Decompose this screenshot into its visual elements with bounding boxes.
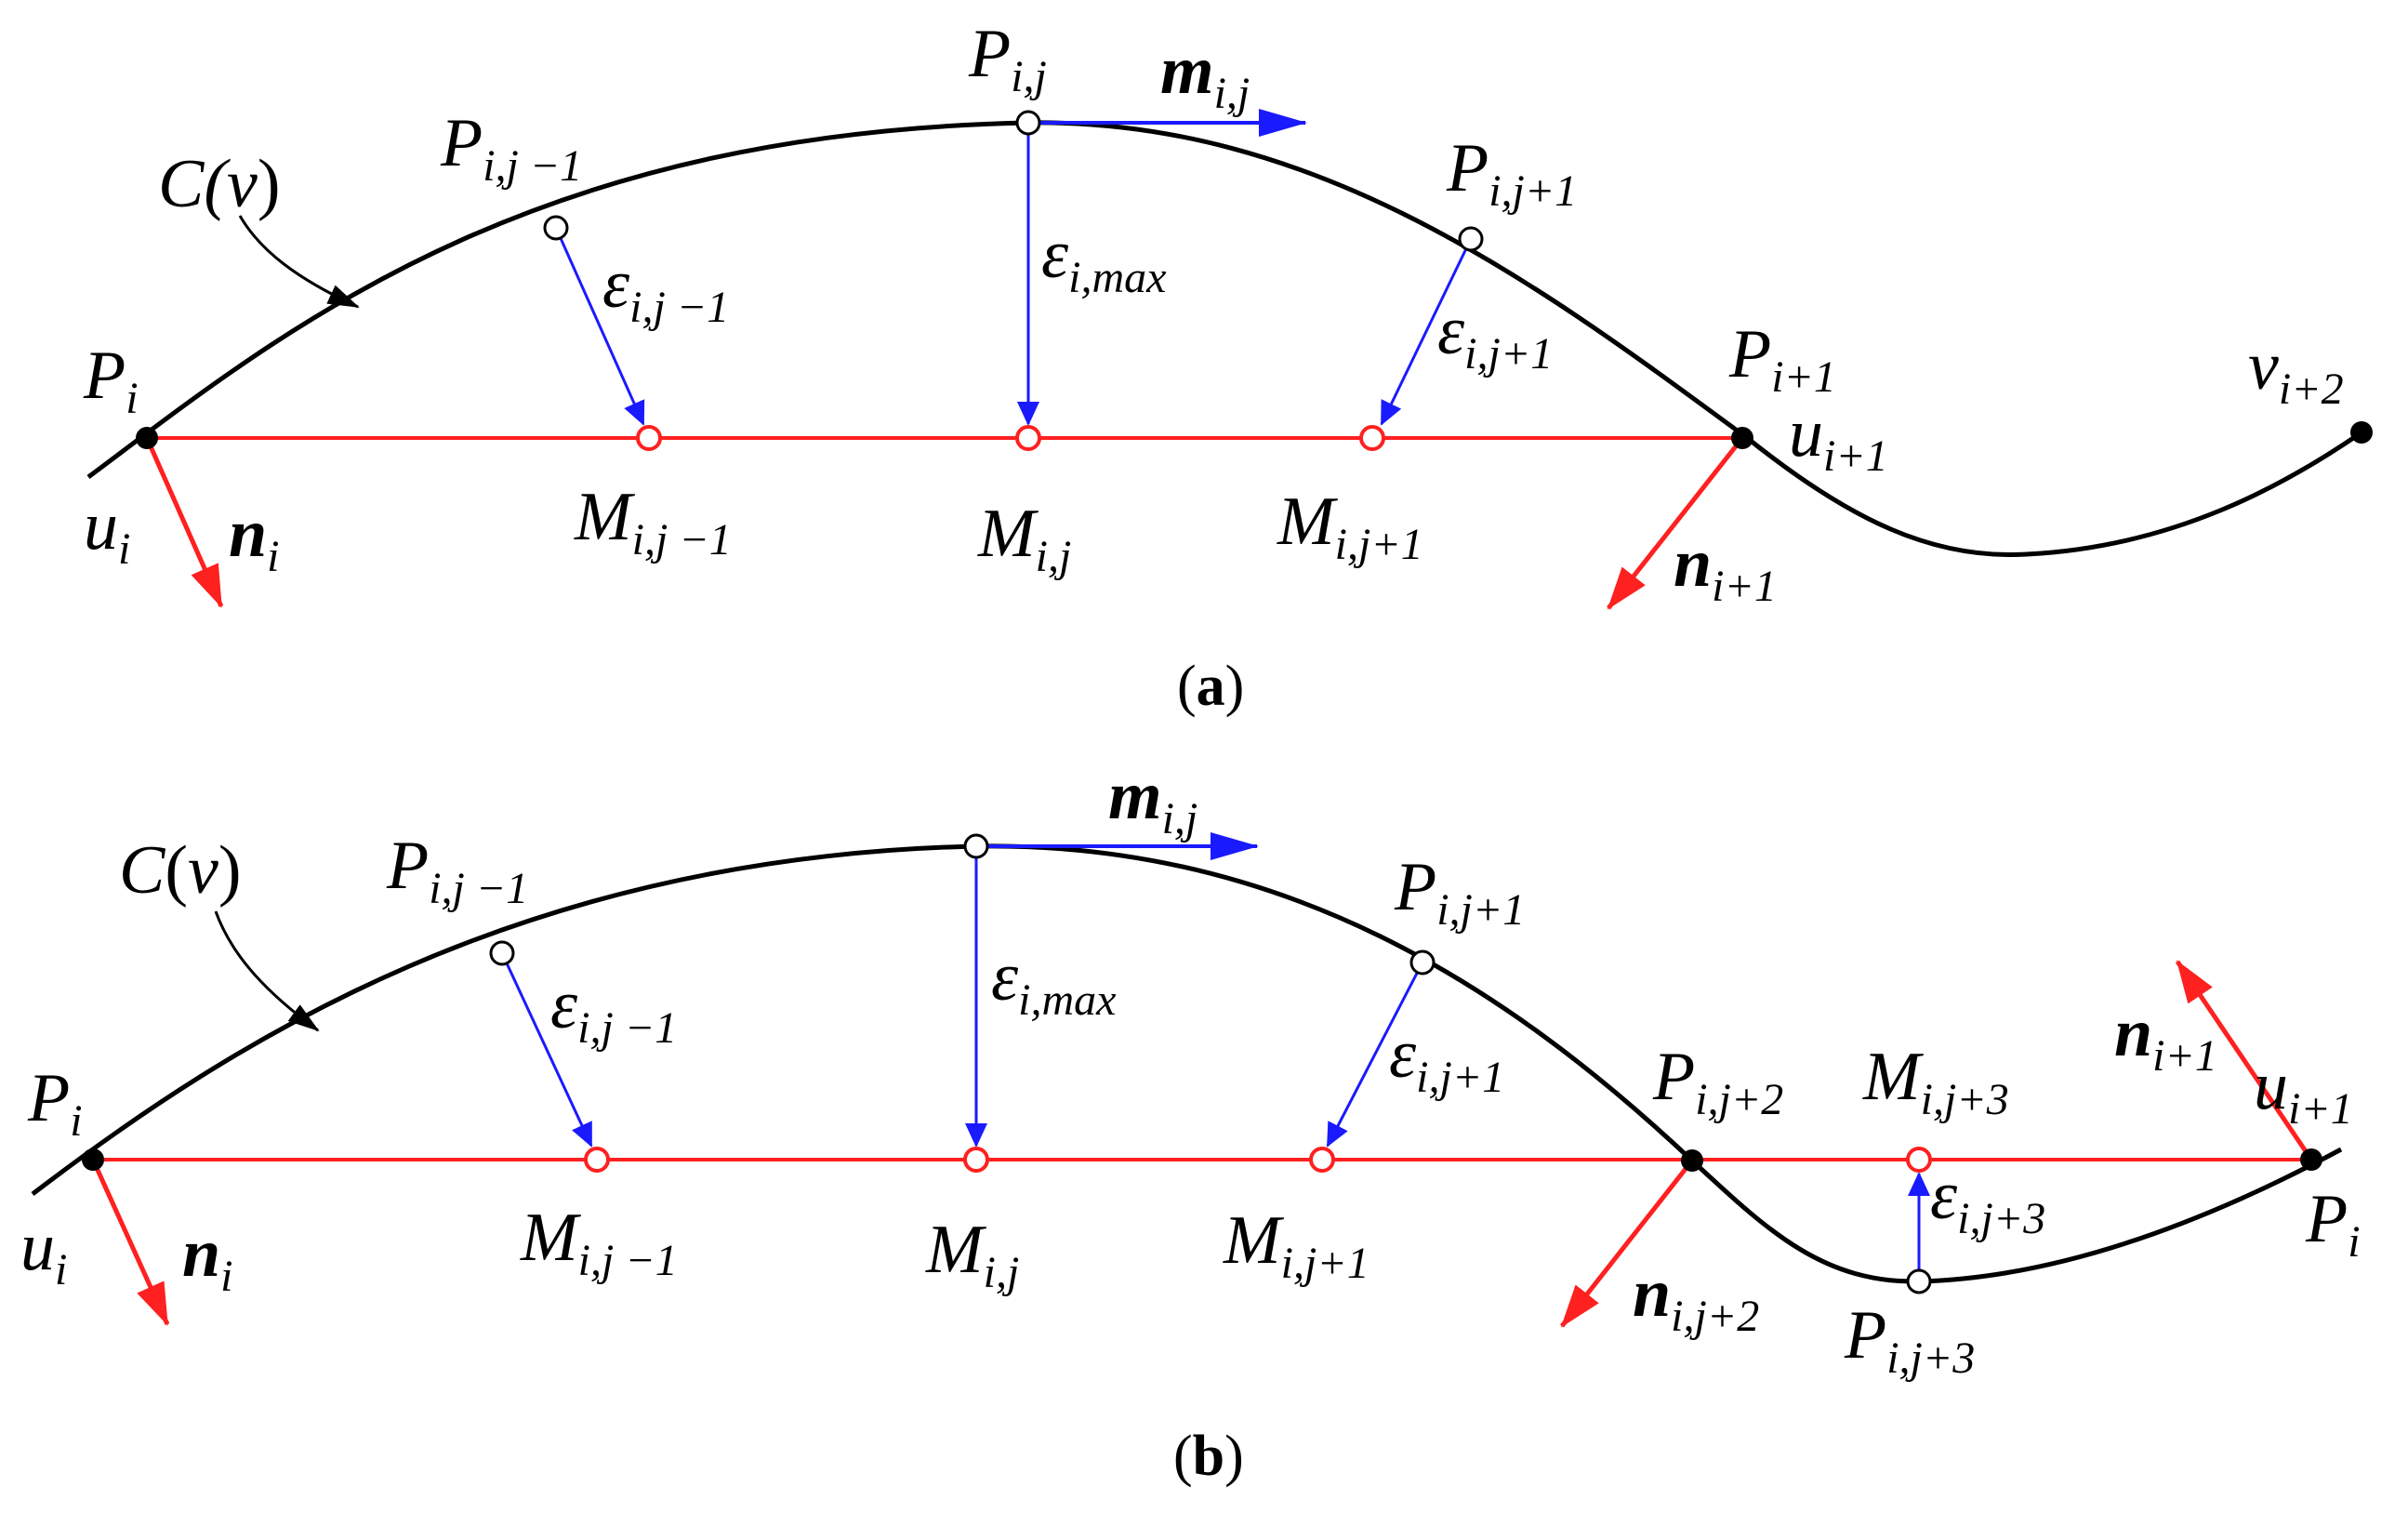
panel-a-label: (a) — [1177, 655, 1244, 718]
label-a-mij: mi,j — [1160, 33, 1250, 118]
point-b-Pij3 — [1906, 1268, 1932, 1294]
curve-pointer-b — [214, 910, 320, 1032]
point-a-vi2 — [2350, 421, 2373, 444]
normal-vector-b-nij2 — [1560, 1159, 1694, 1328]
point-a-Pij-plus — [1458, 226, 1484, 252]
label-a-ui: ui — [84, 488, 130, 574]
point-b-Pend — [2300, 1148, 2322, 1171]
midpoint-a-Mij-minus — [636, 425, 662, 451]
label-b-ui1: ui+1 — [2254, 1048, 2353, 1134]
midpoint-a-Mij — [1015, 425, 1041, 451]
label-a-ni1: ni+1 — [1674, 525, 1777, 611]
label-b-curve: C(v) — [119, 832, 242, 909]
point-b-Pij-minus — [489, 940, 515, 966]
label-b-Pij2: Pi,j+2 — [1652, 1039, 1783, 1124]
label-a-Pij-minus: Pi,j −1 — [440, 105, 582, 191]
label-b-eps-minus: εi,j −1 — [550, 967, 677, 1053]
midpoint-b-Mij — [963, 1147, 989, 1173]
label-b-Pi: Pi — [27, 1060, 83, 1146]
label-a-Pi1: Pi+1 — [1728, 316, 1836, 402]
point-a-Pij — [1015, 110, 1041, 136]
midpoint-b-Mij3 — [1906, 1147, 1932, 1173]
point-b-Pij — [963, 833, 989, 859]
label-a-eps-minus: εi,j −1 — [602, 246, 729, 332]
midpoint-b-Mij-plus — [1309, 1147, 1335, 1173]
label-b-Pend: Pi — [2305, 1181, 2361, 1267]
label-a-curve: C(v) — [158, 146, 281, 222]
point-b-Pi — [82, 1148, 104, 1171]
label-b-Pij3: Pi,j+3 — [1844, 1297, 1975, 1383]
label-a-ni: ni — [229, 496, 280, 581]
panel-a: C(v) Pi ui ni Pi,j −1 Pi,j mi,j Pi,j+1 P… — [83, 16, 2373, 718]
normal-vector-a-ni — [144, 436, 224, 608]
label-b-Mij-plus: Mi,j+1 — [1223, 1202, 1369, 1288]
curve-b — [31, 843, 2343, 1284]
point-b-Pij2 — [1681, 1149, 1703, 1172]
label-b-Mij-minus: Mi,j −1 — [520, 1200, 678, 1285]
point-a-Pi — [136, 427, 158, 449]
label-b-Pij-plus: Pi,j+1 — [1394, 849, 1525, 935]
label-a-Pij: Pi,j — [968, 16, 1047, 101]
label-b-Mij: Mi,j — [925, 1212, 1019, 1297]
curve-pointer-a — [238, 215, 360, 309]
label-b-Pij-minus: Pi,j −1 — [386, 828, 528, 913]
error-vector-a-plus — [1380, 238, 1473, 426]
label-b-ni: ni — [182, 1215, 233, 1301]
label-b-ni1: ni+1 — [2114, 995, 2217, 1081]
label-b-Mij3: Mi,j+3 — [1862, 1039, 2009, 1124]
normal-vector-a-ni1 — [1607, 436, 1744, 610]
label-a-eps-plus: εi,j+1 — [1437, 293, 1553, 378]
error-vector-a-minus — [554, 227, 645, 426]
error-vector-b-minus — [500, 952, 593, 1148]
midpoint-a-Mij-plus — [1359, 425, 1385, 451]
label-b-eps-3: εi,j+3 — [1930, 1158, 2045, 1243]
label-b-ui: ui — [20, 1209, 67, 1294]
error-vector-b-plus — [1326, 962, 1424, 1148]
panel-b: C(v) Pi ui ni Pi,j −1 mi,j Pi,j+1 Pi,j+2… — [20, 758, 2361, 1488]
normal-vector-b-ni1 — [2175, 960, 2314, 1161]
label-a-Mij: Mi,j — [977, 496, 1071, 581]
normal-vector-b-ni — [90, 1158, 170, 1326]
label-a-Mij-plus: Mi,j+1 — [1277, 484, 1423, 569]
panel-b-label: (b) — [1173, 1425, 1244, 1488]
curve-a — [86, 120, 2363, 558]
label-a-eps-max: εi,max — [1041, 217, 1166, 302]
label-a-Pi: Pi — [83, 338, 139, 423]
label-a-ui1: ui+1 — [1789, 395, 1888, 481]
label-a-Pij-plus: Pi,j+1 — [1446, 130, 1577, 216]
midpoint-b-Mij-minus — [584, 1147, 610, 1173]
label-a-Mij-minus: Mi,j −1 — [574, 479, 732, 564]
label-b-eps-plus: εi,j+1 — [1389, 1016, 1504, 1102]
point-a-Pi1 — [1731, 427, 1753, 449]
label-b-eps-max: εi,max — [991, 939, 1116, 1025]
label-a-vi2: vi+2 — [2248, 328, 2344, 414]
label-b-nij2: ni,j+2 — [1633, 1255, 1759, 1341]
point-b-Pij-plus — [1409, 949, 1436, 975]
point-a-Pij-minus — [543, 215, 569, 241]
label-b-mij: mi,j — [1108, 758, 1197, 843]
